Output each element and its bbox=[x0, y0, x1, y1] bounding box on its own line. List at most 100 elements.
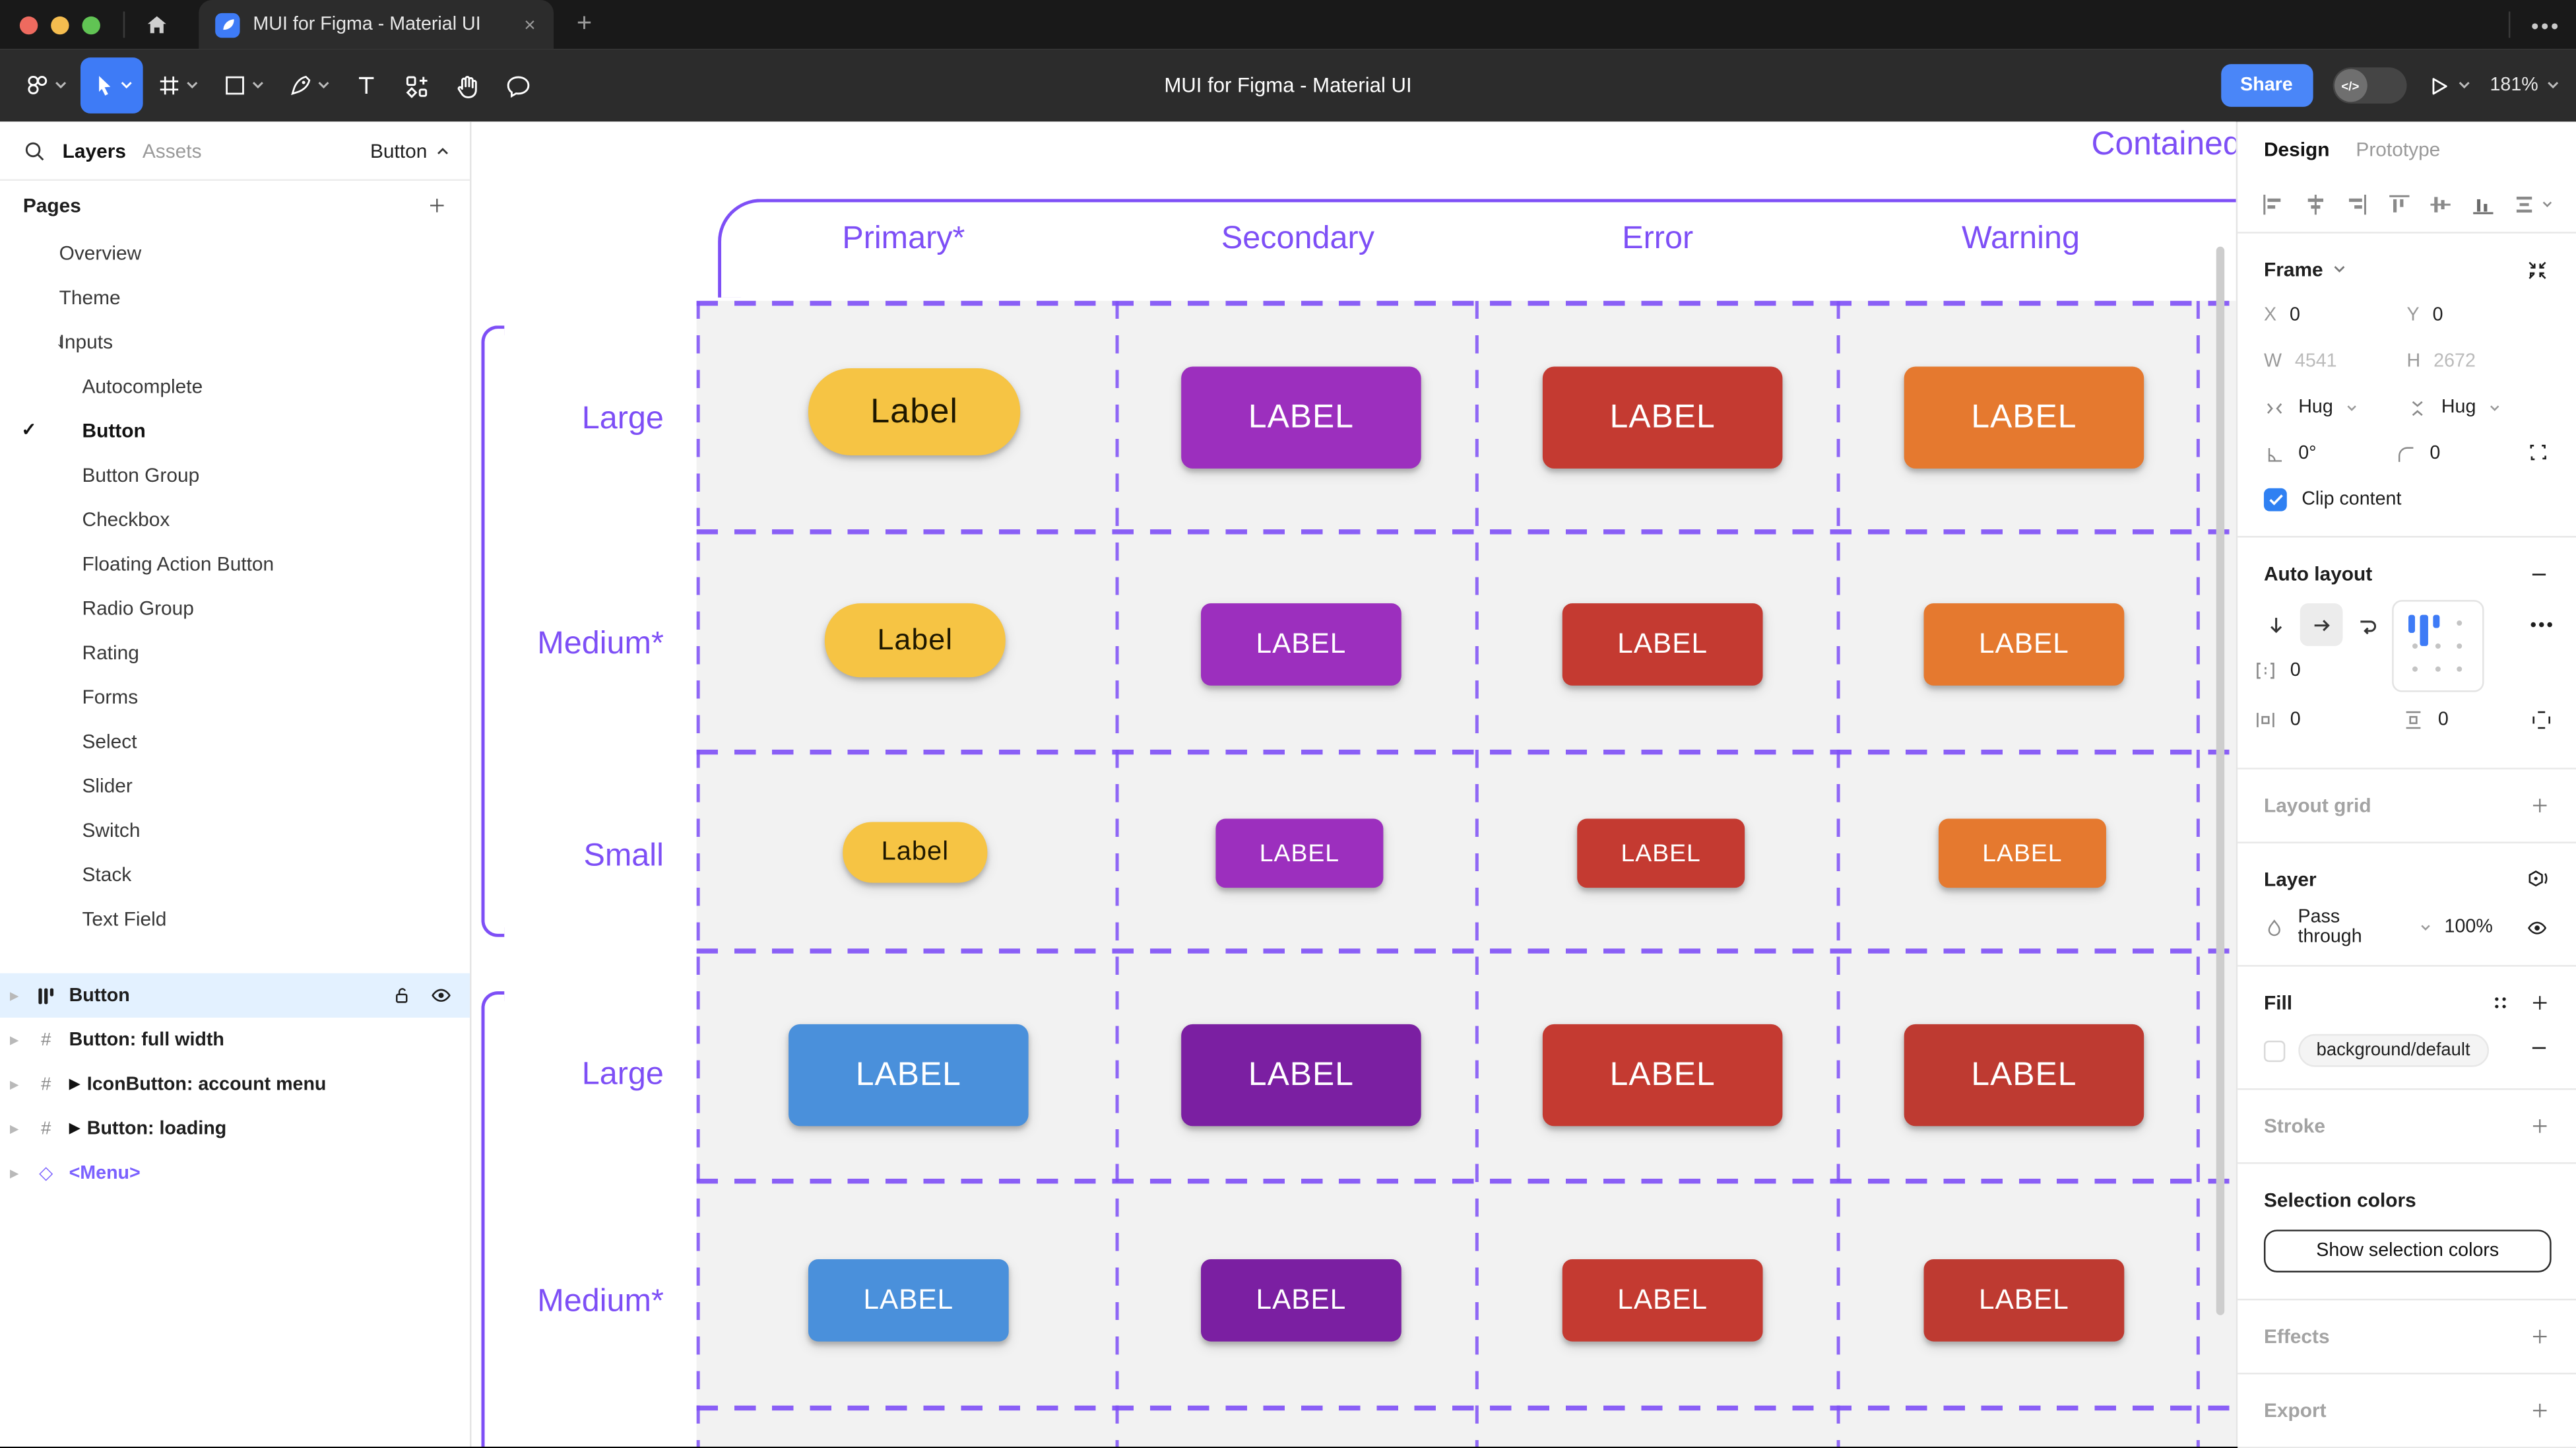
zoom-level-select[interactable]: 181% bbox=[2490, 76, 2560, 95]
eye-icon[interactable] bbox=[2526, 915, 2550, 939]
tab-assets[interactable]: Assets bbox=[142, 139, 202, 162]
vertical-sizing-select[interactable]: Hug bbox=[2407, 397, 2550, 418]
independent-corners-icon[interactable] bbox=[2527, 440, 2550, 467]
actions-tool-button[interactable] bbox=[393, 57, 440, 114]
canvas-button-large-3-secondary[interactable]: LABEL bbox=[1181, 1024, 1421, 1127]
align-top-icon[interactable] bbox=[2386, 192, 2410, 216]
canvas-button-small-2-error[interactable]: LABEL bbox=[1577, 818, 1745, 888]
add-effect-icon[interactable] bbox=[2530, 1327, 2550, 1346]
frame-tool-button[interactable] bbox=[146, 57, 209, 114]
sidebar-page-radio-group[interactable]: Radio Group bbox=[0, 585, 470, 630]
align-horizontal-center-icon[interactable] bbox=[2302, 192, 2327, 216]
unlock-icon[interactable] bbox=[391, 985, 412, 1006]
search-icon[interactable] bbox=[23, 139, 46, 162]
sidebar-page-floating-action-button[interactable]: Floating Action Button bbox=[0, 541, 470, 585]
canvas-button-large-0-warning[interactable]: LABEL bbox=[1904, 366, 2144, 469]
sidebar-page-switch[interactable]: Switch bbox=[0, 807, 470, 851]
canvas-button-small-2-secondary[interactable]: LABEL bbox=[1215, 818, 1384, 888]
dev-mode-toggle[interactable]: </> bbox=[2332, 67, 2406, 104]
align-vertical-center-icon[interactable] bbox=[2428, 192, 2453, 216]
canvas-button-medium-4-warning[interactable]: LABEL bbox=[1923, 1259, 2125, 1342]
sidebar-page-button-group[interactable]: Button Group bbox=[0, 452, 470, 496]
page-selector[interactable]: Button bbox=[370, 139, 450, 162]
window-overflow-icon[interactable] bbox=[2530, 10, 2560, 40]
eye-icon[interactable] bbox=[429, 983, 453, 1008]
sidebar-page-inputs[interactable]: ↓Inputs bbox=[0, 319, 470, 363]
tab-close-icon[interactable]: × bbox=[524, 13, 536, 36]
distribute-menu[interactable] bbox=[2512, 192, 2553, 216]
present-button[interactable] bbox=[2426, 73, 2470, 98]
canvas-button-medium-4-error[interactable]: LABEL bbox=[1562, 1259, 1763, 1342]
layer-row-menu[interactable]: ▶◇<Menu> bbox=[0, 1151, 470, 1195]
window-zoom-button[interactable] bbox=[82, 15, 100, 34]
canvas-button-large-3-primary[interactable]: LABEL bbox=[789, 1024, 1029, 1127]
add-stroke-icon[interactable] bbox=[2530, 1116, 2550, 1136]
layer-opacity-field[interactable]: 100% bbox=[2444, 917, 2493, 937]
comment-tool-button[interactable] bbox=[494, 57, 542, 114]
add-export-icon[interactable] bbox=[2530, 1400, 2550, 1420]
auto-layout-more-icon[interactable] bbox=[2530, 613, 2553, 633]
corner-radius-field[interactable]: 0 bbox=[2395, 443, 2527, 464]
add-layout-grid-icon[interactable] bbox=[2530, 796, 2550, 816]
window-minimize-button[interactable] bbox=[51, 15, 69, 34]
document-tab[interactable]: MUI for Figma - Material UI × bbox=[199, 0, 554, 49]
chevron-down-icon[interactable] bbox=[2333, 265, 2346, 275]
align-bottom-icon[interactable] bbox=[2470, 192, 2494, 216]
canvas-button-large-0-primary[interactable]: Label bbox=[808, 368, 1021, 455]
show-selection-colors-button[interactable]: Show selection colors bbox=[2263, 1230, 2552, 1272]
rotation-field[interactable]: 0° bbox=[2264, 443, 2395, 464]
layout-direction-horizontal[interactable] bbox=[2300, 603, 2343, 646]
individual-padding-icon[interactable] bbox=[2530, 709, 2553, 737]
styles-icon[interactable] bbox=[2491, 993, 2511, 1013]
sidebar-page-text-field[interactable]: Text Field bbox=[0, 896, 470, 940]
expand-chevron-icon[interactable]: ▶ bbox=[9, 1079, 19, 1091]
canvas-button-medium-4-primary[interactable]: LABEL bbox=[808, 1259, 1009, 1342]
tab-design[interactable]: Design bbox=[2263, 138, 2330, 162]
pen-tool-button[interactable] bbox=[278, 57, 340, 114]
home-icon[interactable] bbox=[145, 13, 169, 37]
clip-content-checkbox[interactable] bbox=[2263, 488, 2287, 511]
text-tool-button[interactable] bbox=[343, 57, 389, 114]
canvas-button-large-3-warning[interactable]: LABEL bbox=[1904, 1024, 2144, 1127]
alignment-grid[interactable] bbox=[2392, 600, 2484, 692]
new-tab-button[interactable]: + bbox=[576, 9, 593, 38]
main-menu-button[interactable] bbox=[13, 57, 77, 114]
layer-row-button-full-width[interactable]: ▶#Button: full width bbox=[0, 1018, 470, 1062]
frame-title[interactable]: Contained bbox=[2091, 126, 2236, 163]
canvas-button-medium-1-error[interactable]: LABEL bbox=[1562, 603, 1763, 686]
vertical-padding-field[interactable]: 0 bbox=[2402, 709, 2449, 732]
canvas-button-medium-4-secondary[interactable]: LABEL bbox=[1201, 1259, 1401, 1342]
share-button[interactable]: Share bbox=[2220, 64, 2313, 107]
sidebar-page-overview[interactable]: Overview bbox=[0, 230, 470, 275]
blend-mode-select[interactable]: Pass through bbox=[2298, 907, 2362, 947]
sidebar-page-autocomplete[interactable]: Autocomplete bbox=[0, 363, 470, 407]
hand-tool-button[interactable] bbox=[443, 57, 491, 114]
sidebar-page-checkbox[interactable]: Checkbox bbox=[0, 496, 470, 541]
tab-layers[interactable]: Layers bbox=[62, 139, 126, 162]
shape-tool-button[interactable] bbox=[212, 57, 274, 114]
blend-mode-icon[interactable] bbox=[2525, 867, 2550, 892]
collapse-icon[interactable] bbox=[2525, 257, 2550, 282]
horizontal-padding-field[interactable]: 0 bbox=[2254, 709, 2301, 732]
canvas-button-medium-1-warning[interactable]: LABEL bbox=[1923, 603, 2125, 686]
align-left-icon[interactable] bbox=[2261, 192, 2285, 216]
expand-chevron-icon[interactable]: ▶ bbox=[9, 1168, 19, 1180]
sidebar-page-rating[interactable]: Rating bbox=[0, 630, 470, 674]
canvas-button-small-2-primary[interactable]: Label bbox=[843, 822, 988, 883]
fill-token-chip[interactable]: background/default bbox=[2298, 1034, 2488, 1067]
expand-chevron-icon[interactable]: ▶ bbox=[9, 990, 19, 1003]
add-fill-icon[interactable] bbox=[2530, 993, 2550, 1013]
canvas-button-large-3-error[interactable]: LABEL bbox=[1542, 1024, 1783, 1127]
layer-row-button-loading[interactable]: ▶#▶Button: loading bbox=[0, 1106, 470, 1150]
canvas-button-medium-1-primary[interactable]: Label bbox=[824, 603, 1006, 678]
sidebar-page-slider[interactable]: Slider bbox=[0, 763, 470, 807]
sidebar-page-forms[interactable]: Forms bbox=[0, 674, 470, 718]
gap-field[interactable]: 0 bbox=[2254, 659, 2301, 682]
sidebar-page-stack[interactable]: Stack bbox=[0, 851, 470, 896]
fill-color-swatch[interactable] bbox=[2263, 1039, 2286, 1061]
sidebar-page-theme[interactable]: Theme bbox=[0, 275, 470, 319]
